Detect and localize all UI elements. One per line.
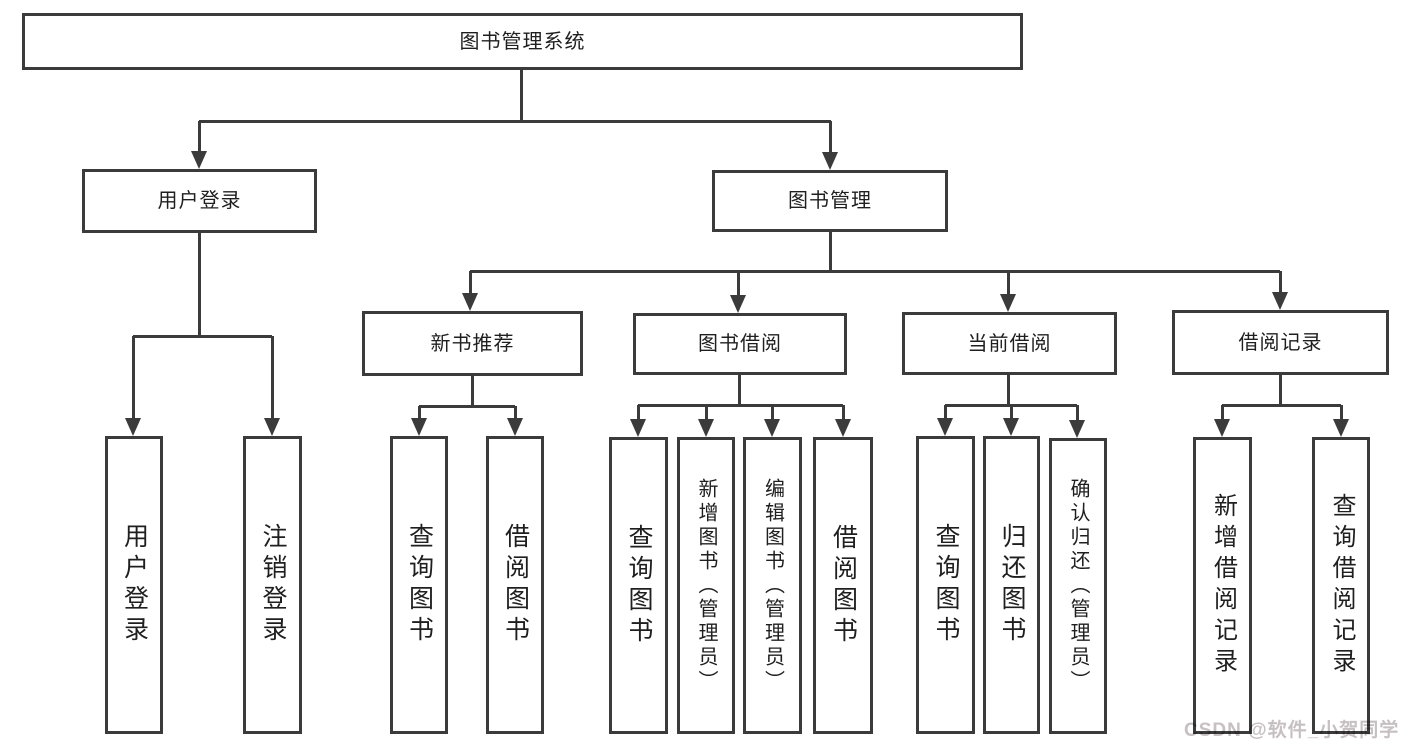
box-borrow-records: 借阅记录 <box>1172 310 1389 375</box>
box-book-borrow: 图书借阅 <box>633 313 847 375</box>
watermark: CSDN @软件_小贺同学 <box>1184 720 1400 741</box>
box-label: 用户登录 <box>157 190 242 212</box>
connector-line <box>197 233 201 338</box>
box-query-books-1: 查询图书 <box>390 436 448 734</box>
connector-line <box>470 269 1280 273</box>
arrowhead-down-icon <box>630 419 646 437</box>
arrow-stem <box>770 405 774 423</box>
box-query-borrow-record: 查询借阅记录 <box>1312 437 1370 734</box>
arrow-stem <box>131 336 135 422</box>
box-label: 新书推荐 <box>430 332 515 355</box>
connector-line <box>519 70 523 123</box>
arrow-stem <box>468 271 472 297</box>
box-root: 图书管理系统 <box>22 13 1023 70</box>
box-label: 当前借阅 <box>967 332 1052 355</box>
box-label: 归还图书 <box>998 523 1026 647</box>
arrowhead-down-icon <box>1214 419 1230 437</box>
arrow-stem <box>943 405 947 422</box>
box-return-books: 归还图书 <box>983 436 1040 734</box>
arrowhead-down-icon <box>1003 418 1019 436</box>
box-label: 用户登录 <box>120 523 149 647</box>
arrow-stem <box>270 336 274 422</box>
box-label: 新增借阅记录 <box>1209 492 1237 679</box>
arrow-stem <box>513 406 517 422</box>
box-user-login-leaf: 用户登录 <box>105 436 163 734</box>
box-query-books-3: 查询图书 <box>916 436 975 734</box>
arrowhead-down-icon <box>1333 419 1349 437</box>
arrowhead-down-icon <box>764 419 780 437</box>
arrowhead-down-icon <box>191 151 207 169</box>
box-label: 借阅图书 <box>829 523 858 648</box>
connector-line <box>828 232 832 273</box>
connector-line <box>1278 375 1282 406</box>
arrow-stem <box>1006 271 1010 298</box>
connector-line <box>1222 403 1341 407</box>
box-label: 新增图书（管理员） <box>695 477 717 694</box>
box-label: 图书管理 <box>788 190 872 212</box>
box-label: 注销登录 <box>259 523 287 647</box>
box-user-login: 用户登录 <box>82 169 317 233</box>
box-label: 查询图书 <box>932 523 960 647</box>
arrowhead-down-icon <box>822 152 838 170</box>
arrowhead-down-icon <box>1069 420 1085 438</box>
arrowhead-down-icon <box>698 419 714 437</box>
connector-line <box>133 334 272 338</box>
box-query-books-2: 查询图书 <box>609 437 668 734</box>
box-borrow-books-1: 借阅图书 <box>486 436 544 734</box>
arrowhead-down-icon <box>125 418 141 436</box>
arrow-stem <box>828 121 832 156</box>
box-label: 编辑图书（管理员） <box>761 477 784 694</box>
box-label: 确认归还（管理员） <box>1067 478 1089 694</box>
connector-line <box>638 403 843 407</box>
box-label: 查询图书 <box>405 523 434 647</box>
box-label: 查询图书 <box>625 523 653 648</box>
box-logout-leaf: 注销登录 <box>243 436 302 734</box>
box-confirm-return-admin: 确认归还（管理员） <box>1049 438 1107 734</box>
box-label: 图书借阅 <box>698 333 782 355</box>
arrowhead-down-icon <box>937 418 953 436</box>
box-new-book-recommend: 新书推荐 <box>362 311 583 376</box>
connector-line <box>470 376 474 407</box>
box-borrow-books-2: 借阅图书 <box>813 437 873 734</box>
arrowhead-down-icon <box>1272 292 1288 310</box>
box-current-borrow: 当前借阅 <box>902 312 1117 375</box>
arrow-stem <box>636 405 640 423</box>
box-label: 查询借阅记录 <box>1328 492 1355 679</box>
arrowhead-down-icon <box>462 293 478 311</box>
arrow-stem <box>841 405 845 423</box>
arrow-stem <box>417 406 421 422</box>
box-book-management: 图书管理 <box>712 170 948 232</box>
arrowhead-down-icon <box>1000 294 1016 312</box>
box-label: 借阅图书 <box>501 523 530 647</box>
connector-line <box>199 119 831 123</box>
arrowhead-down-icon <box>730 295 746 313</box>
connector-line <box>1006 375 1010 406</box>
arrow-stem <box>736 271 740 299</box>
arrow-stem <box>1278 271 1282 296</box>
arrow-stem <box>1220 405 1224 423</box>
arrow-stem <box>704 405 708 423</box>
arrow-stem <box>1075 405 1079 424</box>
box-edit-books-admin: 编辑图书（管理员） <box>743 437 802 734</box>
arrowhead-down-icon <box>507 418 523 436</box>
arrowhead-down-icon <box>411 418 427 436</box>
arrow-stem <box>197 121 201 155</box>
arrowhead-down-icon <box>264 418 280 436</box>
box-add-books-admin: 新增图书（管理员） <box>677 437 735 734</box>
arrow-stem <box>1009 405 1013 422</box>
connector-line <box>737 375 741 406</box>
box-label: 借阅记录 <box>1238 331 1323 354</box>
box-label: 图书管理系统 <box>459 30 586 53</box>
connector-line <box>419 404 515 408</box>
arrowhead-down-icon <box>835 419 851 437</box>
arrow-stem <box>1339 405 1343 423</box>
box-add-borrow-record: 新增借阅记录 <box>1193 437 1252 734</box>
